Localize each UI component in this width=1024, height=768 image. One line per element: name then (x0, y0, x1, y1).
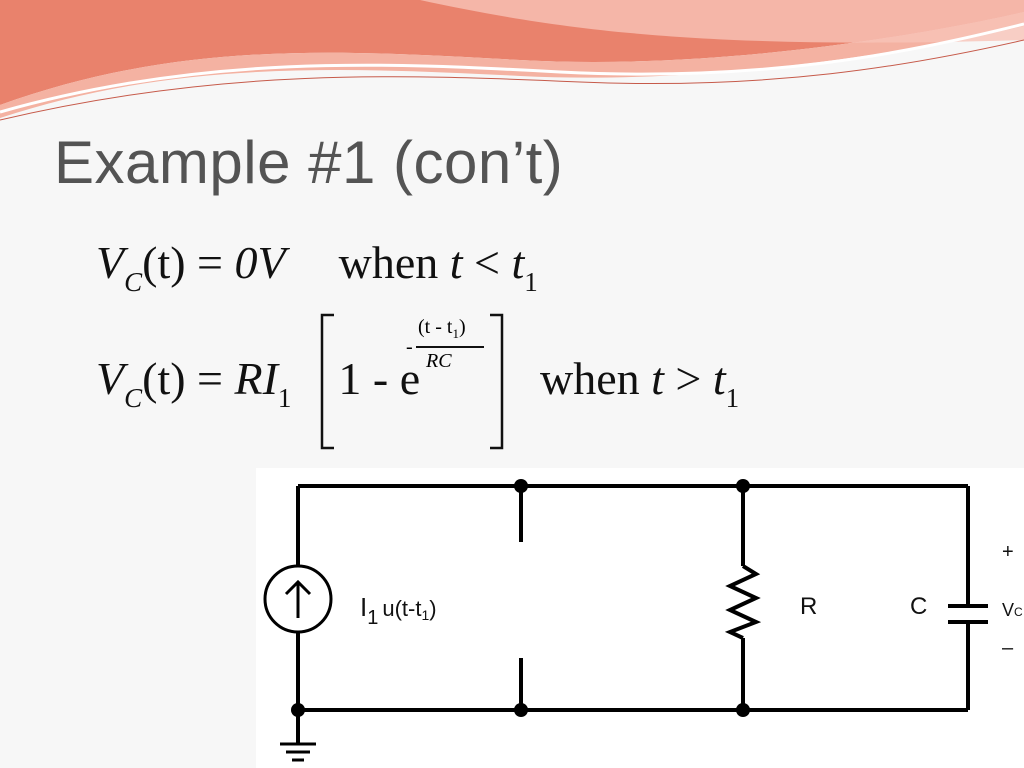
eq2-cond-var: t (651, 353, 664, 404)
exp-num-pre: (t - t (418, 316, 453, 338)
plus-sign: + (1002, 541, 1014, 563)
capacitor-label: C (910, 593, 927, 620)
capacitor-icon (948, 604, 988, 624)
eq1-lhs-sub: C (124, 267, 143, 297)
eq2-when: when (540, 353, 640, 404)
eq2-condition: when t > t1 (540, 352, 739, 414)
eq2-lhs-var: V (96, 353, 125, 404)
vc-label: VC (1002, 600, 1023, 620)
exp-num-sub: 1 (452, 326, 459, 341)
equation-1: VC(t) = 0V when t < t1 (96, 236, 538, 298)
resistor-label: R (800, 593, 817, 620)
eq2-cond-rhs: t (712, 353, 726, 404)
current-source-icon (263, 564, 333, 634)
eq1-cond-op: < (474, 237, 500, 288)
exp-numerator: (t - t1) (418, 316, 466, 342)
decorative-banner (0, 0, 1024, 121)
exp-minus: - (406, 336, 413, 358)
eq2-cond-op: > (675, 353, 702, 404)
ground-icon (280, 742, 316, 762)
eq1-rhs: 0V (234, 237, 286, 288)
exp-num-post: ) (458, 316, 466, 338)
exp-denominator: RC (426, 350, 452, 372)
eq2-coef: RI (234, 353, 278, 404)
eq1-cond-rhs: t (511, 237, 525, 288)
eq2-equals: = (197, 353, 223, 404)
slide-title: Example #1 (con’t) (54, 129, 564, 196)
minus-sign: – (1002, 637, 1014, 659)
eq2-lhs-sub: C (124, 383, 143, 413)
eq1-cond-var: t (449, 237, 463, 288)
eq1-lhs-arg: (t) (142, 237, 186, 288)
equation-2: VC(t) = RI1 1 - e (96, 352, 420, 414)
eq2-lhs-arg: (t) (142, 353, 186, 404)
eq1-cond-sub: 1 (524, 267, 538, 297)
eq2-coef-sub: 1 (277, 383, 292, 413)
eq2-cond-sub: 1 (725, 383, 740, 413)
eq1-when: when (338, 237, 439, 288)
eq2-one-minus-e: 1 - e (338, 353, 421, 404)
eq1-equals: = (197, 237, 223, 288)
exp-fraction-bar (416, 346, 484, 348)
eq1-lhs-var: V (96, 237, 125, 288)
